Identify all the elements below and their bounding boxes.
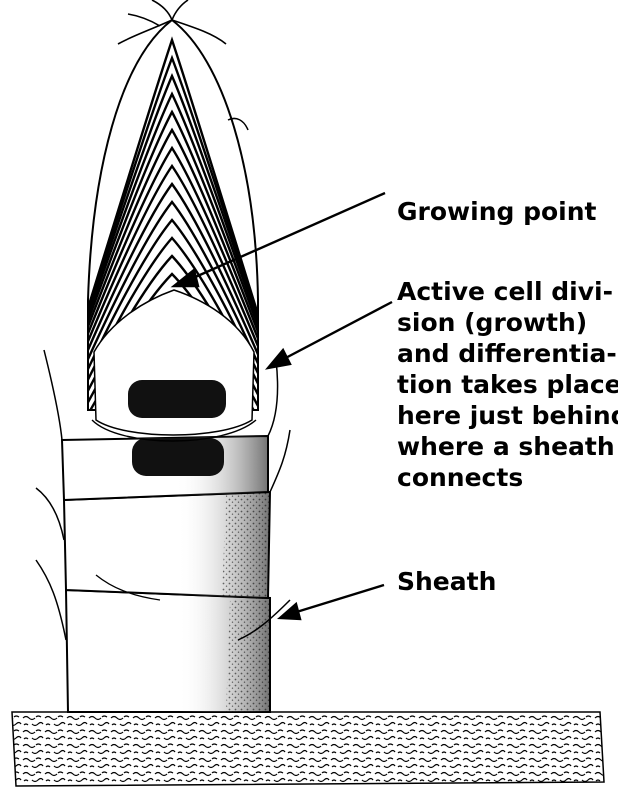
growing-point-label: Growing point (397, 196, 596, 227)
active-division-arrow (278, 302, 392, 362)
soil (12, 712, 604, 786)
sheath-label: Sheath (397, 566, 496, 597)
active-label-line: here just behind (397, 400, 618, 431)
active-label-line: where a sheath (397, 431, 618, 462)
sheath-arrow (290, 585, 384, 614)
active-label-line: and differentia- (397, 338, 618, 369)
active-label-line: sion (growth) (397, 307, 618, 338)
active-cell-division-label: Active cell divi- sion (growth) and diff… (397, 276, 618, 493)
active-label-line: Active cell divi- (397, 276, 618, 307)
active-label-line: connects (397, 462, 618, 493)
active-label-line: tion takes place (397, 369, 618, 400)
